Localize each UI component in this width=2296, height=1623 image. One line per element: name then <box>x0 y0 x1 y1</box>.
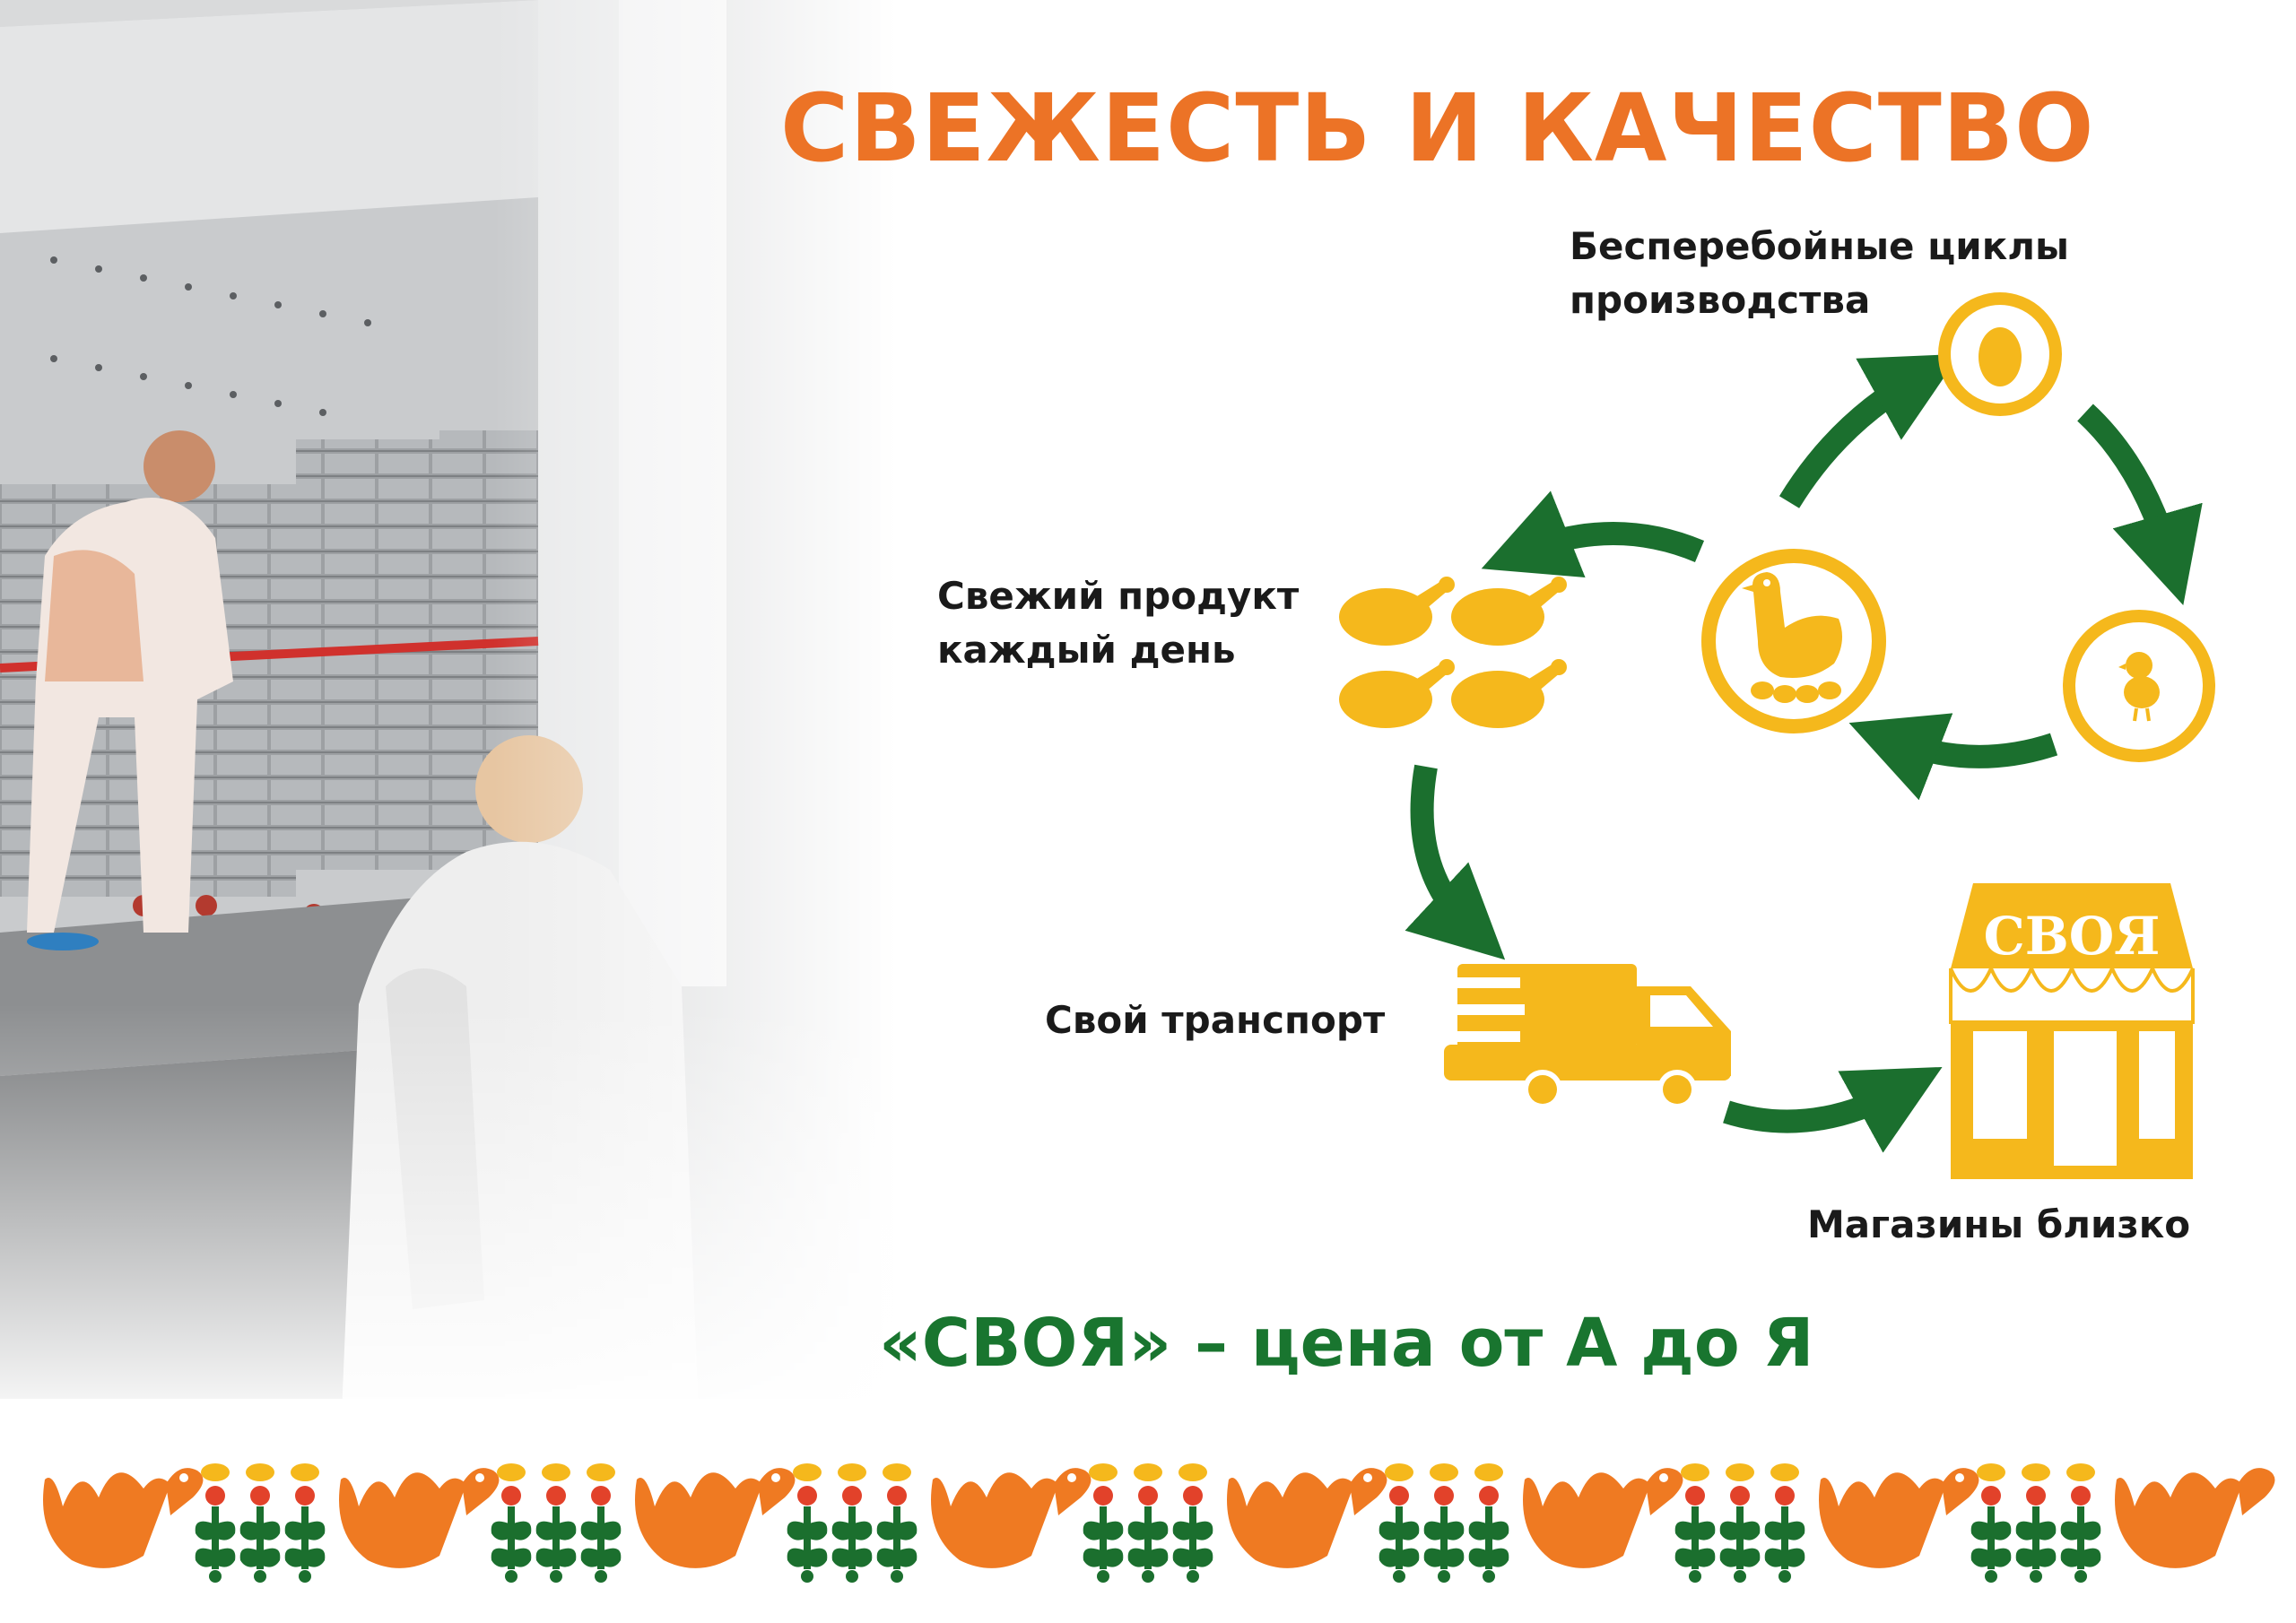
hen-icon <box>1701 549 1886 733</box>
store-sign: СВОЯ <box>1984 906 2161 967</box>
page-title: СВЕЖЕСТЬ И КАЧЕСТВО <box>780 74 2095 183</box>
label-fresh-line2: каждый день <box>937 628 1236 672</box>
egg-icon <box>1938 292 2062 416</box>
arrow-icon <box>1405 764 1506 960</box>
slogan: «СВОЯ» – цена от А до Я <box>879 1305 1814 1382</box>
arrow-icon <box>2077 404 2203 605</box>
arrow-icon <box>1779 353 1961 508</box>
label-fresh-line1: Свежий продукт <box>937 574 1300 618</box>
store-icon: СВОЯ <box>1949 883 2195 1179</box>
flower-icon <box>195 1463 326 1583</box>
arrow-icon <box>1481 490 1705 577</box>
label-stores: Магазины близко <box>1807 1202 2191 1246</box>
roast-chicken-icon <box>1339 577 1567 728</box>
label-production: Бесперебойные циклы производства <box>1570 220 2069 327</box>
label-production-line2: производства <box>1570 278 1871 322</box>
arrow-icon <box>1723 1066 1943 1153</box>
label-production-line1: Бесперебойные циклы <box>1570 224 2069 268</box>
rooster-icon <box>2115 1468 2275 1568</box>
arrow-icon <box>1848 713 2058 801</box>
photo-truck-loading <box>0 0 897 1435</box>
label-fresh-product: Свежий продукт каждый день <box>937 569 1299 677</box>
label-transport: Свой транспорт <box>1045 998 1386 1042</box>
chick-icon <box>2063 610 2215 762</box>
rooster-icon <box>43 1468 204 1568</box>
folk-pattern-border <box>0 1399 2296 1623</box>
truck-icon <box>1435 964 1731 1109</box>
